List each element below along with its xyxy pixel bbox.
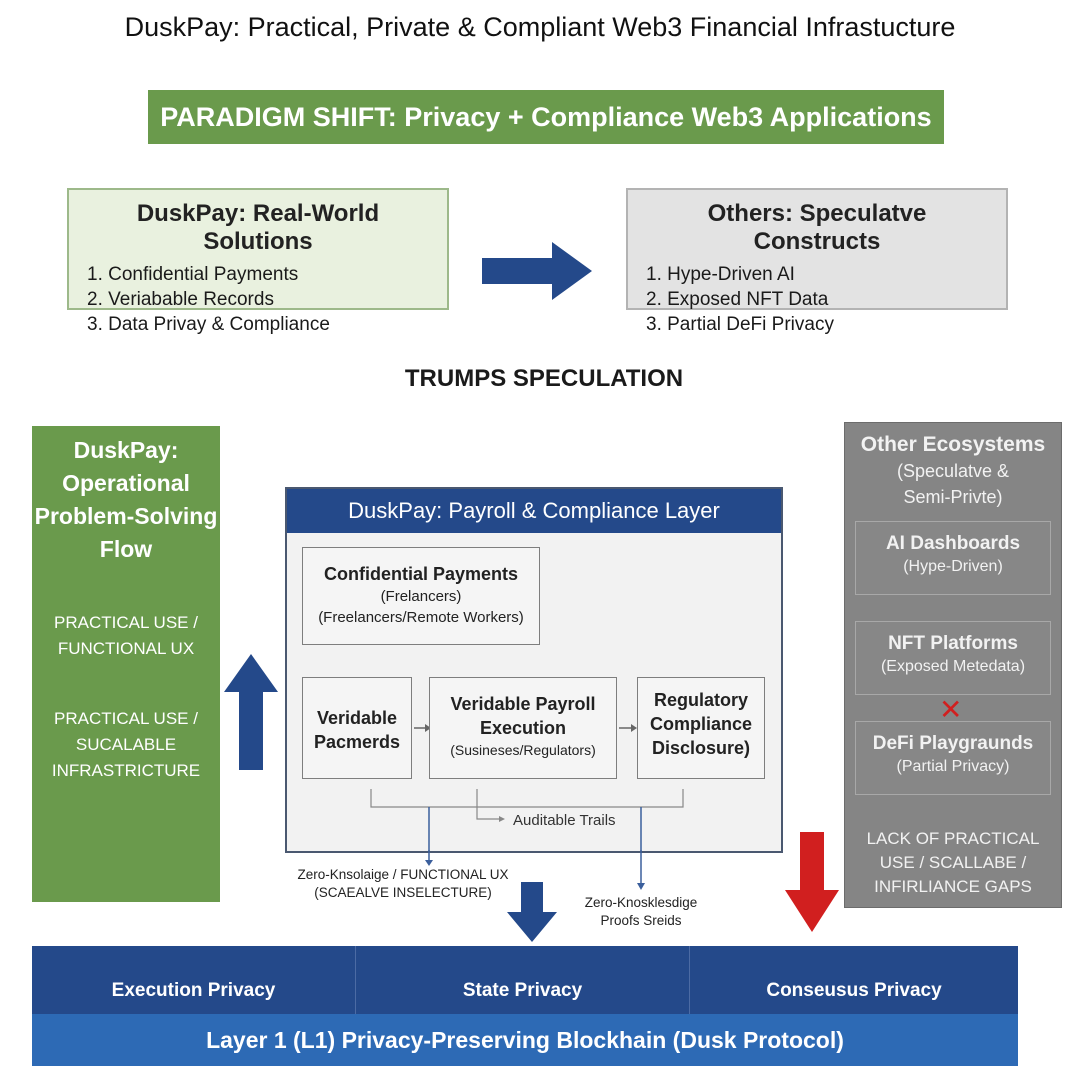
right-arrow-icon bbox=[482, 242, 592, 300]
red-down-arrow-icon bbox=[785, 832, 839, 932]
list-item: 1. Hype-Driven AI bbox=[646, 264, 795, 285]
others-constructs-title: Others: Speculatve Constructs bbox=[707, 200, 927, 255]
zero-knowledge-proofs-label: Zero-Knosklesdige Proofs Sreids bbox=[584, 895, 698, 928]
lack-of-practical-use-label: LACK OF PRACTICAL USE / SCALLABE / INFIR… bbox=[866, 829, 1040, 896]
auditable-trails-label: Auditable Trails bbox=[513, 812, 616, 829]
list-item: 3. Data Privay & Compliance bbox=[87, 314, 330, 335]
arrow-down-small-icon bbox=[637, 850, 645, 890]
list-item: 1. Confidential Payments bbox=[87, 264, 299, 285]
operational-flow-panel: DuskPay: Operational Problem-Solving Flo… bbox=[32, 426, 220, 902]
practical-use-functional-ux: PRACTICAL USE / FUNCTIONAL UX bbox=[54, 613, 198, 658]
state-privacy-cell: State Privacy bbox=[356, 946, 690, 1014]
paradigm-shift-banner: PARADIGM SHIFT: Privacy + Compliance Web… bbox=[148, 90, 944, 144]
arrow-down-small-icon bbox=[425, 850, 433, 866]
flow-connectors bbox=[370, 724, 684, 851]
others-constructs-list: 1. Hype-Driven AI 2. Exposed NFT Data 3.… bbox=[646, 262, 988, 337]
ai-dashboards-box: AI Dashboards (Hype-Driven) bbox=[855, 521, 1051, 595]
payroll-layer-header: DuskPay: Payroll & Compliance Layer bbox=[287, 489, 781, 533]
execution-privacy-cell: Execution Privacy bbox=[32, 946, 356, 1014]
veridable-records-node: Veridable Pacmerds bbox=[302, 677, 412, 779]
down-arrow-icon bbox=[507, 882, 557, 942]
list-item: 2. Exposed NFT Data bbox=[646, 289, 829, 310]
list-item: 3. Partial DeFi Privacy bbox=[646, 314, 834, 335]
defi-playgrounds-box: DeFi Playgraunds (Partial Privacy) bbox=[855, 721, 1051, 795]
duskpay-solutions-title: DuskPay: Real-World Solutions bbox=[136, 200, 380, 255]
up-arrow-icon bbox=[224, 654, 278, 770]
payroll-execution-node: Veridable Payroll Execution (Susineses/R… bbox=[429, 677, 617, 779]
other-ecosystems-title: Other Ecosystems bbox=[860, 433, 1046, 456]
l1-privacy-layers: Execution Privacy State Privacy Conseusu… bbox=[32, 946, 1018, 1014]
l1-blockchain-base: Layer 1 (L1) Privacy-Preserving Blockhai… bbox=[32, 1014, 1018, 1066]
operational-flow-title: DuskPay: Operational Problem-Solving Flo… bbox=[34, 437, 218, 562]
nft-platforms-box: NFT Platforms (Exposed Metedata) bbox=[855, 621, 1051, 695]
duskpay-solutions-list: 1. Confidential Payments 2. Veriabable R… bbox=[87, 262, 429, 337]
other-ecosystems-panel: Other Ecosystems (Speculatve & Semi-Priv… bbox=[844, 422, 1062, 908]
other-ecosystems-subtitle: (Speculatve & Semi-Privte) bbox=[896, 461, 1010, 507]
confidential-payments-node: Confidential Payments (Frelancers) (Free… bbox=[302, 547, 540, 645]
trumps-speculation-label: TRUMPS SPECULATION bbox=[404, 365, 684, 392]
others-constructs-box: Others: Speculatve Constructs 1. Hype-Dr… bbox=[626, 188, 1008, 335]
consensus-privacy-cell: Conseusus Privacy bbox=[766, 980, 942, 1001]
red-x-icon: ✕ bbox=[939, 694, 963, 725]
list-item: 2. Veriabable Records bbox=[87, 289, 274, 310]
duskpay-solutions-box: DuskPay: Real-World Solutions 1. Confide… bbox=[67, 188, 449, 335]
regulatory-compliance-node: Regulatory Compliance Disclosure) bbox=[637, 677, 765, 779]
payroll-compliance-layer: DuskPay: Payroll & Compliance Layer Conf… bbox=[285, 487, 783, 853]
page-title: DuskPay: Practical, Private & Compliant … bbox=[124, 12, 956, 42]
zero-knowledge-functional-label: Zero-Knsolaige / FUNCTIONAL UX (SCAEALVE… bbox=[297, 867, 509, 900]
practical-use-scalable-infrastructure: PRACTICAL USE / SUCALABLE INFRASTRICTURE bbox=[51, 709, 201, 780]
